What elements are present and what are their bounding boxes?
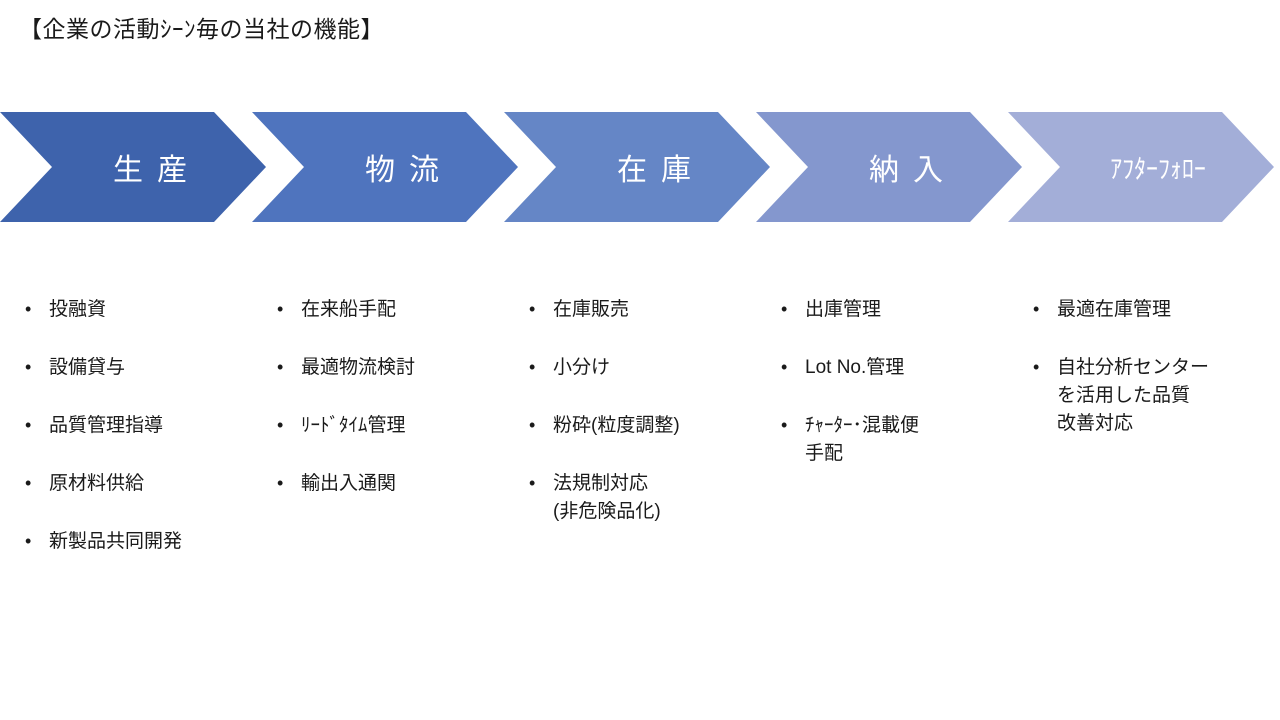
item-line: 原材料供給 [49,473,145,494]
item-line: 最適物流検討 [301,357,416,378]
item-line: 法規制対応 [553,473,649,494]
item-line: ﾁｬｰﾀｰ･混載便 [805,415,920,436]
item-line: 在来船手配 [301,299,397,320]
list-item: • 最適物流検討 [274,354,512,382]
bullet-icon: • [529,357,536,377]
chevron-delivery: 納入 [756,112,1022,222]
stage-label-logistics: 物流 [365,154,453,187]
item-line: 設備貸与 [49,357,126,378]
list-item: • 自社分析センター を活用した品質 改善対応 [1030,354,1268,438]
bullet-icon: • [1033,299,1040,319]
list-item: • 原材料供給 [22,470,260,498]
item-line: 改善対応 [1057,413,1134,434]
list-item: • 出庫管理 [778,296,1016,324]
item-line: ﾘｰﾄﾞﾀｲﾑ管理 [301,415,406,436]
list-item: • 在庫販売 [526,296,764,324]
bullet-icon: • [277,473,284,493]
item-line: 最適在庫管理 [1057,299,1172,320]
bullet-icon: • [529,299,536,319]
list-item: • 粉砕(粒度調整) [526,412,764,440]
item-line: 自社分析センター [1057,357,1210,378]
item-line: 出庫管理 [805,299,882,320]
list-item: • Lot No.管理 [778,354,1016,382]
chevron-logistics: 物流 [252,112,518,222]
chevron-after-follow: ｱﾌﾀｰﾌｫﾛｰ [1008,112,1274,222]
stage-label-delivery: 納入 [869,154,957,187]
bullet-icon: • [25,415,32,435]
item-line: 品質管理指導 [49,415,164,436]
column-delivery: • 出庫管理 • Lot No.管理 • ﾁｬｰﾀｰ･混載便 手配 [778,296,1016,498]
bullet-icon: • [781,357,788,377]
item-line: Lot No.管理 [805,357,905,378]
column-production: • 投融資 • 設備貸与 • 品質管理指導 • 原材料供給 • 新製品共同開発 [22,296,260,586]
item-line: 粉砕(粒度調整) [553,415,680,436]
list-item: • 輸出入通関 [274,470,512,498]
item-line: を活用した品質 [1057,385,1191,406]
column-inventory: • 在庫販売 • 小分け • 粉砕(粒度調整) • 法規制対応 (非危険品化) [526,296,764,556]
column-after-follow: • 最適在庫管理 • 自社分析センター を活用した品質 改善対応 [1030,296,1268,468]
list-item: • ﾁｬｰﾀｰ･混載便 手配 [778,412,1016,468]
bullet-icon: • [277,299,284,319]
chevron-production: 生産 [0,112,266,222]
bullet-icon: • [529,415,536,435]
item-line: 在庫販売 [553,299,630,320]
list-item: • 在来船手配 [274,296,512,324]
chevron-inventory: 在庫 [504,112,770,222]
bullet-icon: • [781,415,788,435]
item-line: 手配 [805,443,844,464]
bullet-icon: • [277,415,284,435]
column-logistics: • 在来船手配 • 最適物流検討 • ﾘｰﾄﾞﾀｲﾑ管理 • 輸出入通関 [274,296,512,528]
bullet-icon: • [277,357,284,377]
bullet-icon: • [25,531,32,551]
item-line: 新製品共同開発 [49,531,183,552]
bullet-icon: • [529,473,536,493]
list-item: • 品質管理指導 [22,412,260,440]
stage-label-production: 生産 [113,154,201,187]
list-item: • ﾘｰﾄﾞﾀｲﾑ管理 [274,412,512,440]
item-line: (非危険品化) [553,501,661,522]
slide-title: 【企業の活動ｼｰﾝ毎の当社の機能】 [19,16,384,42]
item-line: 小分け [553,357,611,378]
list-item: • 小分け [526,354,764,382]
list-item: • 新製品共同開発 [22,528,260,556]
bullet-icon: • [25,357,32,377]
stage-label-after-follow: ｱﾌﾀｰﾌｫﾛｰ [1110,153,1206,184]
stage-label-inventory: 在庫 [617,154,705,187]
bullet-icon: • [781,299,788,319]
list-item: • 設備貸与 [22,354,260,382]
bullet-icon: • [25,299,32,319]
bullet-icon: • [25,473,32,493]
list-item: • 最適在庫管理 [1030,296,1268,324]
list-item: • 投融資 [22,296,260,324]
bullet-icon: • [1033,357,1040,377]
process-chevron-band: 生産 物流 在庫 納入 ｱﾌﾀｰﾌｫﾛｰ [0,112,1280,222]
item-line: 投融資 [49,299,107,320]
item-line: 輸出入通関 [301,473,397,494]
list-item: • 法規制対応 (非危険品化) [526,470,764,526]
